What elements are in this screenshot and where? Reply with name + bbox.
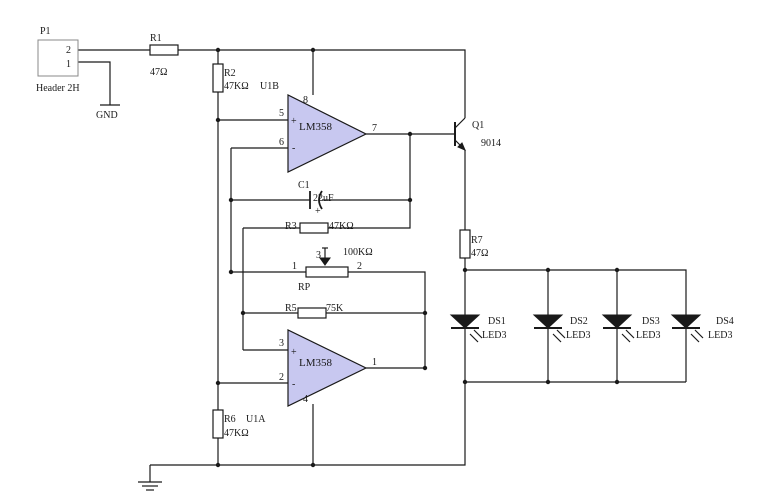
r2-ref: R2 xyxy=(224,68,236,79)
light-emission-icon xyxy=(469,329,483,343)
u1a-pin3: 3 xyxy=(279,338,284,349)
u1a-name: LM358 xyxy=(299,357,333,369)
q1-ref: Q1 xyxy=(472,120,484,131)
r5-ref: R5 xyxy=(285,303,297,314)
r6-value: 47KΩ xyxy=(224,428,249,439)
junction-dot xyxy=(228,269,234,275)
u1a-plus-sign: + xyxy=(291,347,297,358)
connector-p1[interactable]: P1 2 1 Header 2H xyxy=(36,26,80,94)
u1a-pin1: 1 xyxy=(372,357,377,368)
u1a-ref: U1A xyxy=(246,414,266,425)
rp-pin1: 1 xyxy=(292,261,297,272)
ds4-value: LED3 xyxy=(708,330,732,341)
ds4-ref: DS4 xyxy=(716,316,734,327)
u1b-plus-sign: + xyxy=(291,116,297,127)
rp-pin2: 2 xyxy=(357,261,362,272)
junction-dot xyxy=(462,379,468,385)
u1b-name: LM358 xyxy=(299,121,333,133)
q1-value: 9014 xyxy=(481,138,501,149)
led-ds3[interactable]: DS3 LED3 xyxy=(601,314,660,343)
junction-dot xyxy=(407,131,413,137)
led-ds4[interactable]: DS4 LED3 xyxy=(670,314,734,343)
r7-value: 47Ω xyxy=(471,248,488,259)
r2-value: 47KΩ xyxy=(224,81,249,92)
junction-dot xyxy=(310,462,316,468)
junction-dot xyxy=(407,197,413,203)
light-emission-icon xyxy=(552,329,566,343)
u1b-pin8: 8 xyxy=(303,95,308,106)
r7-ref: R7 xyxy=(471,235,483,246)
c1-ref: C1 xyxy=(298,180,310,191)
r1-value: 47Ω xyxy=(150,67,167,78)
emitter-arrow-icon xyxy=(457,142,466,151)
light-emission-icon xyxy=(690,329,704,343)
r3-ref: R3 xyxy=(285,221,297,232)
connector-ref: P1 xyxy=(40,26,51,37)
r3-value: 47KΩ xyxy=(329,221,354,232)
resistor-r6[interactable]: R6 47KΩ xyxy=(212,409,249,439)
light-emission-icon xyxy=(621,329,635,343)
rp-ref: RP xyxy=(298,282,311,293)
r6-ref: R6 xyxy=(224,414,236,425)
junction-dot xyxy=(215,462,221,468)
ds3-value: LED3 xyxy=(636,330,660,341)
connector-pin1: 1 xyxy=(66,59,71,70)
junction-dot xyxy=(228,197,234,203)
junction-dot xyxy=(422,310,428,316)
u1a-pin4: 4 xyxy=(303,394,308,405)
resistor-r5[interactable]: R5 75K xyxy=(285,303,344,319)
opamp-u1a[interactable]: LM358 U1A + - 3 2 1 4 xyxy=(246,329,377,425)
junction-dot xyxy=(215,380,221,386)
opamp-u1b[interactable]: LM358 U1B + - 5 6 7 8 xyxy=(260,81,377,173)
junction-dot xyxy=(240,310,246,316)
ds1-value: LED3 xyxy=(482,330,506,341)
led-ds1[interactable]: DS1 LED3 xyxy=(449,314,506,343)
junction-dot xyxy=(215,47,221,53)
capacitor-c1[interactable]: C1 22uF + xyxy=(298,180,334,217)
resistor-r2[interactable]: R2 47KΩ xyxy=(212,63,249,93)
rp-pin3: 3 xyxy=(316,250,321,261)
resistor-r3[interactable]: R3 47KΩ xyxy=(285,221,354,234)
potentiometer-rp[interactable]: 3 100KΩ 1 2 RP xyxy=(292,247,373,293)
r1-ref: R1 xyxy=(150,33,162,44)
u1b-ref: U1B xyxy=(260,81,279,92)
r5-value: 75K xyxy=(326,303,344,314)
junction-dot xyxy=(422,365,428,371)
junction-dot xyxy=(545,379,551,385)
ground-symbol-icon xyxy=(138,481,162,491)
c1-polarity: + xyxy=(315,206,321,217)
u1b-pin5: 5 xyxy=(279,108,284,119)
gnd-label: GND xyxy=(96,110,118,121)
junction-dot xyxy=(614,379,620,385)
u1a-minus-sign: - xyxy=(292,379,295,390)
u1b-pin7: 7 xyxy=(372,123,377,134)
connector-footprint: Header 2H xyxy=(36,83,80,94)
u1b-pin6: 6 xyxy=(279,137,284,148)
rp-value: 100KΩ xyxy=(343,247,373,258)
u1b-minus-sign: - xyxy=(292,143,295,154)
connector-pin2: 2 xyxy=(66,45,71,56)
ds2-ref: DS2 xyxy=(570,316,588,327)
junction-dot xyxy=(614,267,620,273)
ds1-ref: DS1 xyxy=(488,316,506,327)
led-ds2[interactable]: DS2 LED3 xyxy=(532,314,590,343)
transistor-q1[interactable]: Q1 9014 xyxy=(454,117,501,151)
wires xyxy=(78,49,687,482)
junction-dot xyxy=(215,117,221,123)
ds3-ref: DS3 xyxy=(642,316,660,327)
junctions xyxy=(215,47,620,468)
junction-dot xyxy=(462,267,468,273)
c1-value: 22uF xyxy=(313,193,334,204)
wiper-arrow-icon xyxy=(319,257,331,266)
junction-dot xyxy=(310,47,316,53)
resistor-r1[interactable]: R1 47Ω xyxy=(149,33,179,78)
u1a-pin2: 2 xyxy=(279,372,284,383)
junction-dot xyxy=(545,267,551,273)
ds2-value: LED3 xyxy=(566,330,590,341)
resistor-r7[interactable]: R7 47Ω xyxy=(459,229,488,259)
